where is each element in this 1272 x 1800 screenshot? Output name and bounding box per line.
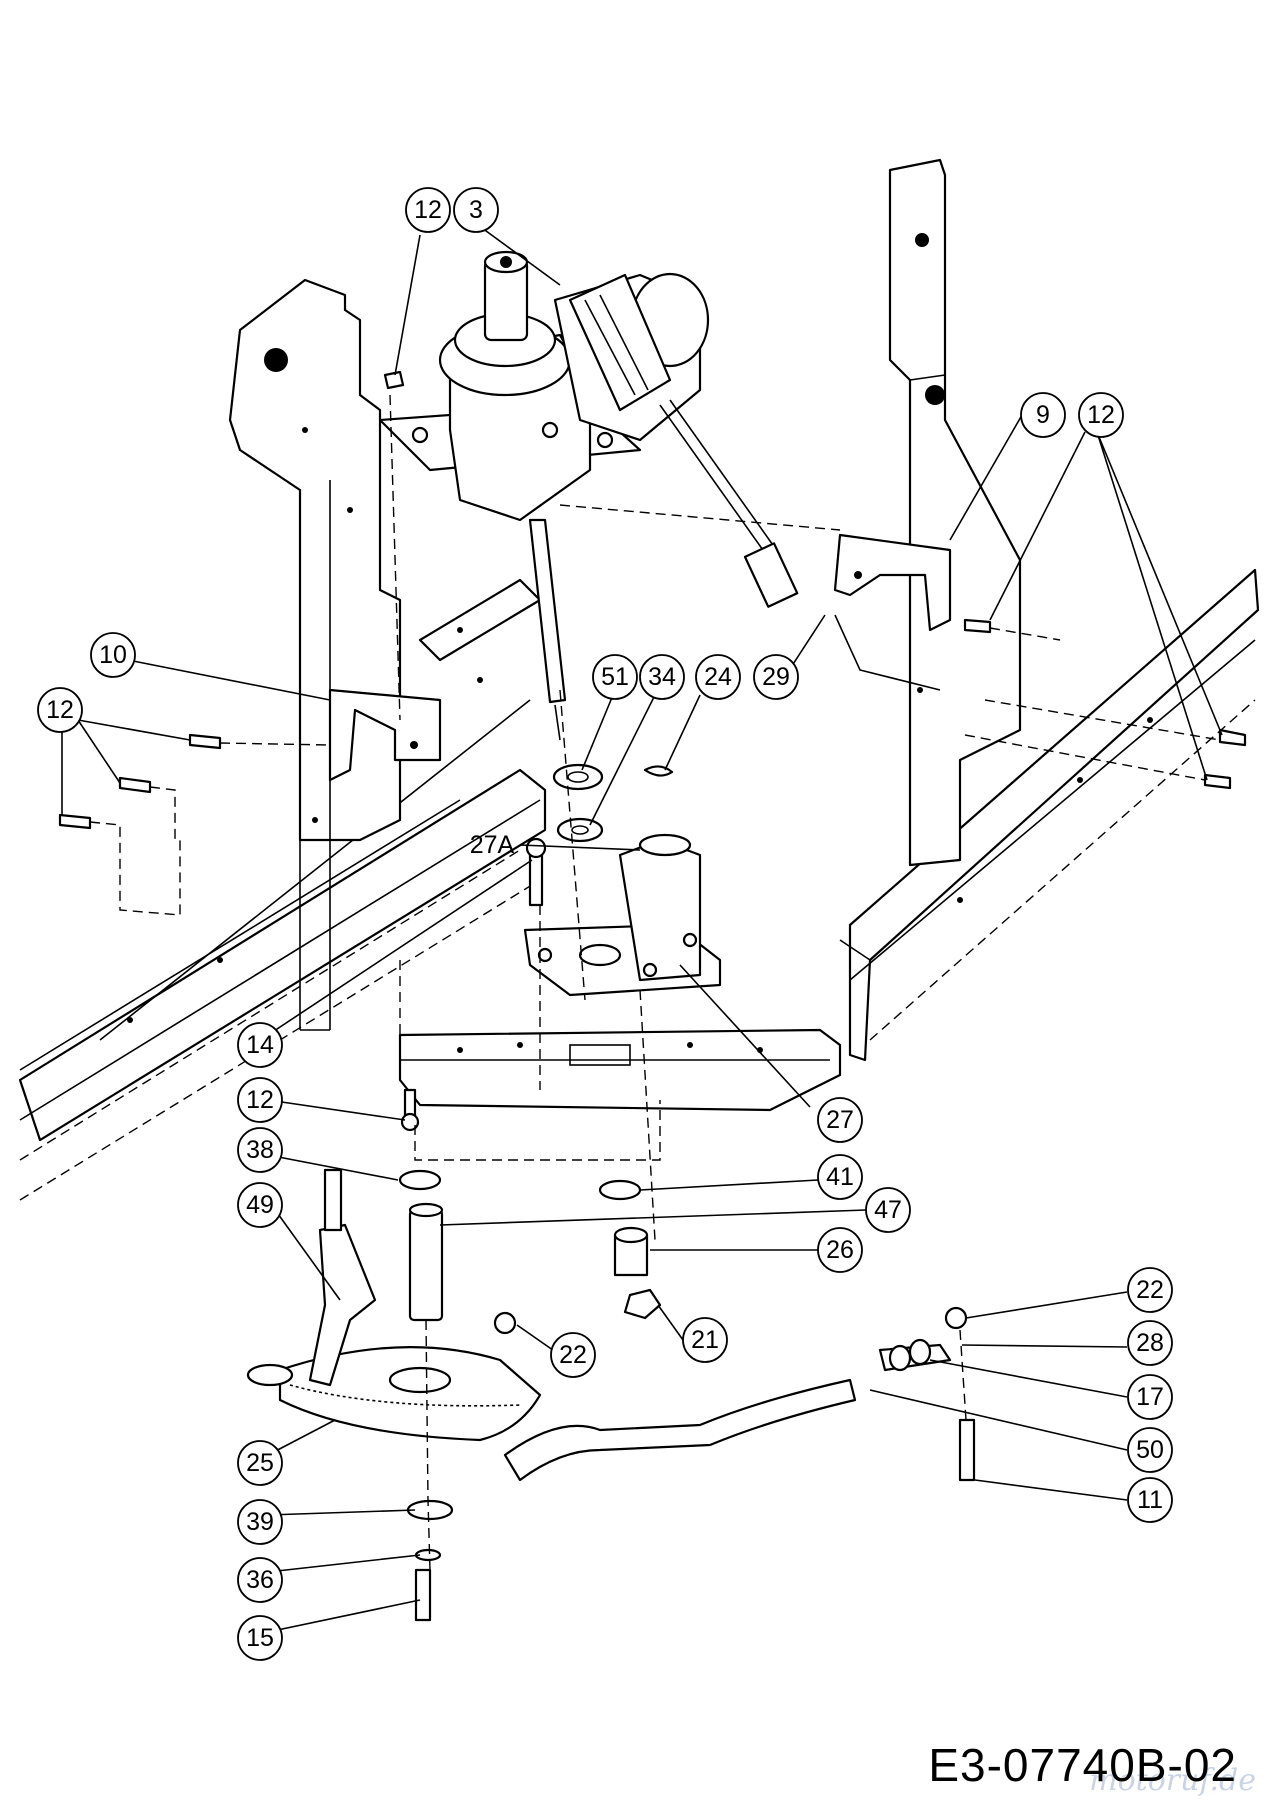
- svg-text:22: 22: [559, 1341, 587, 1369]
- left-frame-rail: [18, 578, 547, 1201]
- svg-text:3: 3: [469, 196, 483, 224]
- svg-text:17: 17: [1136, 1383, 1164, 1411]
- tie-rod-50: [503, 1338, 952, 1482]
- callout-34: 34: [639, 654, 685, 700]
- svg-text:12: 12: [246, 1086, 274, 1114]
- callout-36: 36: [237, 1557, 283, 1603]
- svg-text:27A: 27A: [470, 831, 515, 859]
- svg-text:34: 34: [648, 663, 676, 691]
- sector-gear-25: [246, 1346, 542, 1442]
- callout-9: 9: [1020, 392, 1066, 438]
- gearbox-cover-27: [523, 833, 722, 997]
- callout-27A: 27A: [470, 831, 515, 859]
- callout-22-right: 22: [1127, 1267, 1173, 1313]
- callout-10: 10: [90, 632, 136, 678]
- assembly-lines: [89, 394, 1221, 1571]
- callout-12-right: 12: [1078, 392, 1124, 438]
- callout-28: 28: [1127, 1320, 1173, 1366]
- callout-50: 50: [1127, 1427, 1173, 1473]
- callout-3: 3: [453, 187, 499, 233]
- svg-text:12: 12: [1087, 401, 1115, 429]
- callout-38: 38: [237, 1127, 283, 1173]
- callout-21: 21: [682, 1317, 728, 1363]
- bracket-9: [833, 533, 952, 632]
- svg-text:24: 24: [704, 663, 732, 691]
- svg-text:29: 29: [762, 663, 790, 691]
- svg-text:15: 15: [246, 1624, 274, 1652]
- svg-text:9: 9: [1036, 401, 1050, 429]
- mounting-plate: [398, 1028, 842, 1112]
- svg-text:27: 27: [826, 1106, 854, 1134]
- svg-text:51: 51: [601, 663, 629, 691]
- callout-41: 41: [817, 1154, 863, 1200]
- right-frame-rail: [839, 568, 1260, 1062]
- callout-15: 15: [237, 1615, 283, 1661]
- callout-17: 17: [1127, 1374, 1173, 1420]
- watermark: motoruf.de: [1089, 1763, 1256, 1798]
- svg-text:14: 14: [246, 1031, 274, 1059]
- svg-text:25: 25: [246, 1449, 274, 1477]
- drawing-code: E3-07740B-02: [928, 1739, 1237, 1791]
- svg-text:12: 12: [414, 196, 442, 224]
- svg-text:41: 41: [826, 1163, 854, 1191]
- svg-text:49: 49: [246, 1191, 274, 1219]
- svg-text:26: 26: [826, 1236, 854, 1264]
- callout-26: 26: [817, 1227, 863, 1273]
- svg-text:11: 11: [1137, 1486, 1163, 1514]
- callout-12-left: 12: [37, 687, 83, 733]
- steering-motor-assembly: [378, 250, 941, 741]
- svg-text:21: 21: [691, 1326, 719, 1354]
- leader-lines: [61, 227, 1223, 1633]
- drag-link-49: [308, 1168, 377, 1387]
- callout-12-top: 12: [405, 187, 451, 233]
- bracket-10: [328, 688, 442, 782]
- callout-12-lower: 12: [237, 1077, 283, 1123]
- svg-text:12: 12: [46, 696, 74, 724]
- callout-11: 11: [1127, 1477, 1173, 1523]
- callout-47: 47: [865, 1187, 911, 1233]
- svg-text:22: 22: [1136, 1276, 1164, 1304]
- callout-49: 49: [237, 1182, 283, 1228]
- callout-24: 24: [695, 654, 741, 700]
- svg-text:28: 28: [1136, 1329, 1164, 1357]
- callout-29: 29: [753, 654, 799, 700]
- svg-text:10: 10: [99, 641, 127, 669]
- right-upright-panel: [888, 158, 1022, 867]
- svg-text:50: 50: [1136, 1436, 1164, 1464]
- callout-27: 27: [817, 1097, 863, 1143]
- svg-text:47: 47: [874, 1196, 902, 1224]
- callout-39: 39: [237, 1499, 283, 1545]
- svg-text:39: 39: [246, 1508, 274, 1536]
- svg-text:38: 38: [246, 1136, 274, 1164]
- callout-14: 14: [237, 1022, 283, 1068]
- callout-25: 25: [237, 1440, 283, 1486]
- callout-22-center: 22: [550, 1332, 596, 1378]
- callout-51: 51: [592, 654, 638, 700]
- svg-text:36: 36: [246, 1566, 274, 1594]
